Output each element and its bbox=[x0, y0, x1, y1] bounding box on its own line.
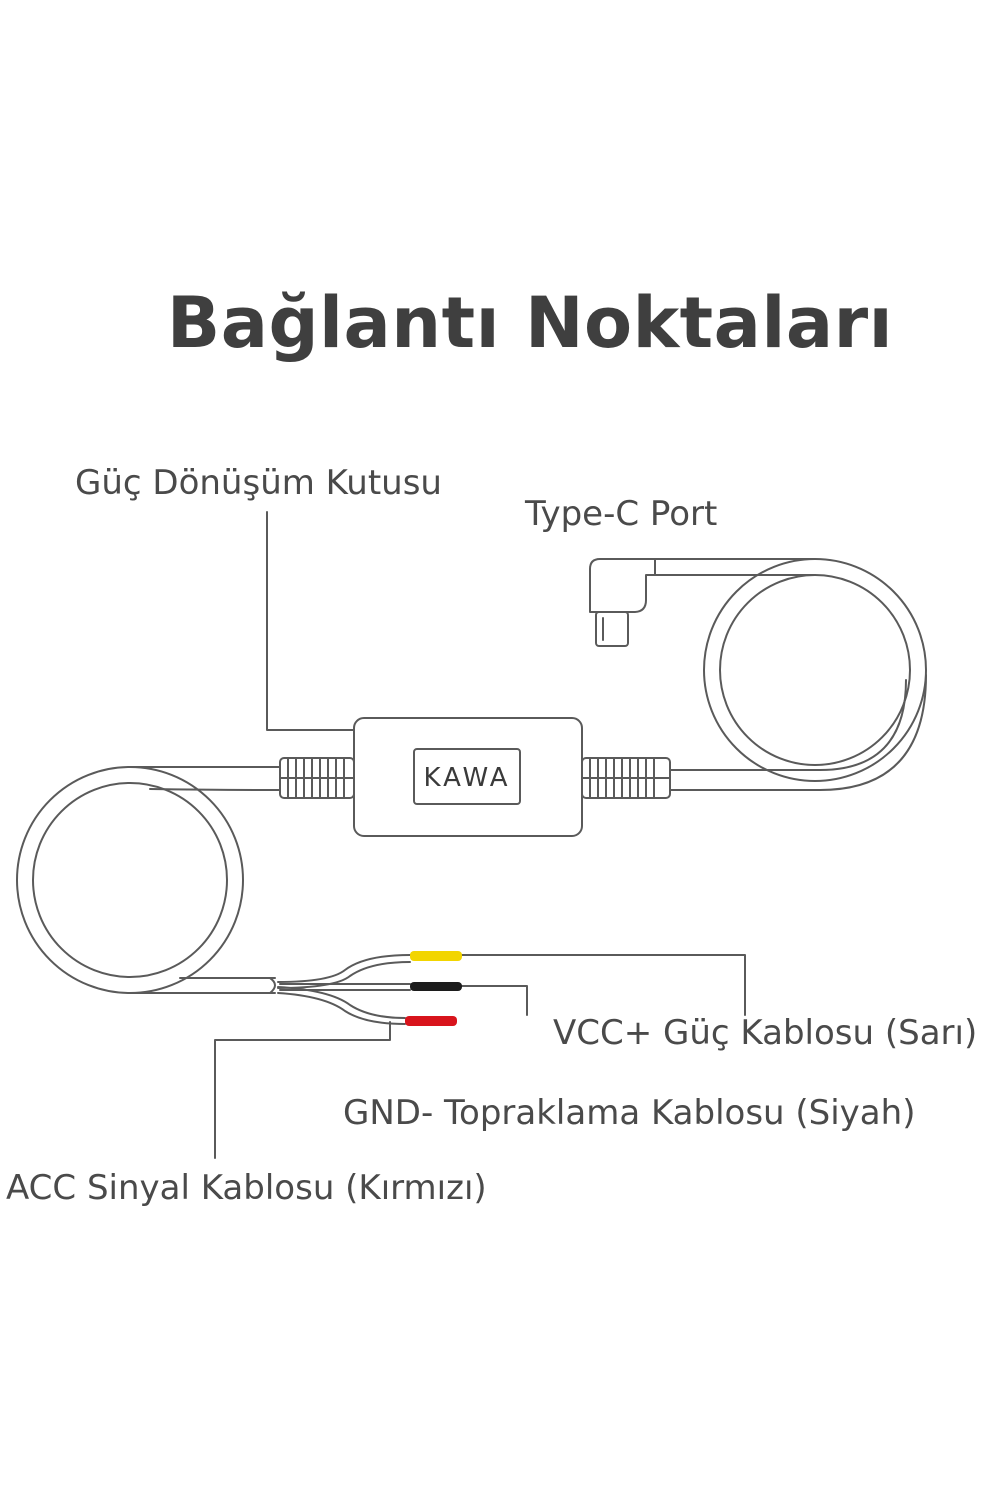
power-conversion-box bbox=[353, 717, 583, 837]
acc-leader bbox=[214, 1021, 391, 1159]
black-wire-tip bbox=[410, 982, 462, 991]
red-wire-tip bbox=[405, 1016, 457, 1026]
label-acc-wire: ACC Sinyal Kablosu (Kırmızı) bbox=[6, 1168, 487, 1208]
page-title: Bağlantı Noktaları bbox=[166, 282, 894, 364]
label-gnd-wire: GND- Topraklama Kablosu (Siyah) bbox=[343, 1093, 915, 1133]
label-power-box: Güç Dönüşüm Kutusu bbox=[75, 463, 442, 503]
yellow-wire-tip bbox=[410, 951, 462, 961]
right-cable-coil bbox=[654, 558, 927, 791]
left-strain-relief bbox=[279, 757, 355, 799]
wire-split bbox=[277, 954, 411, 1025]
right-strain-relief bbox=[581, 757, 671, 799]
type-c-connector bbox=[589, 558, 661, 647]
label-type-c-port: Type-C Port bbox=[524, 494, 717, 534]
left-cable-coil bbox=[16, 766, 281, 994]
power-box-leader bbox=[266, 511, 355, 731]
vcc-leader bbox=[461, 954, 746, 1016]
brand-logo: KAWA bbox=[423, 763, 510, 793]
brand-badge bbox=[413, 748, 521, 805]
label-vcc-wire: VCC+ Güç Kablosu (Sarı) bbox=[553, 1013, 977, 1053]
cable-sheath-end bbox=[269, 977, 276, 994]
gnd-leader bbox=[461, 985, 528, 1016]
